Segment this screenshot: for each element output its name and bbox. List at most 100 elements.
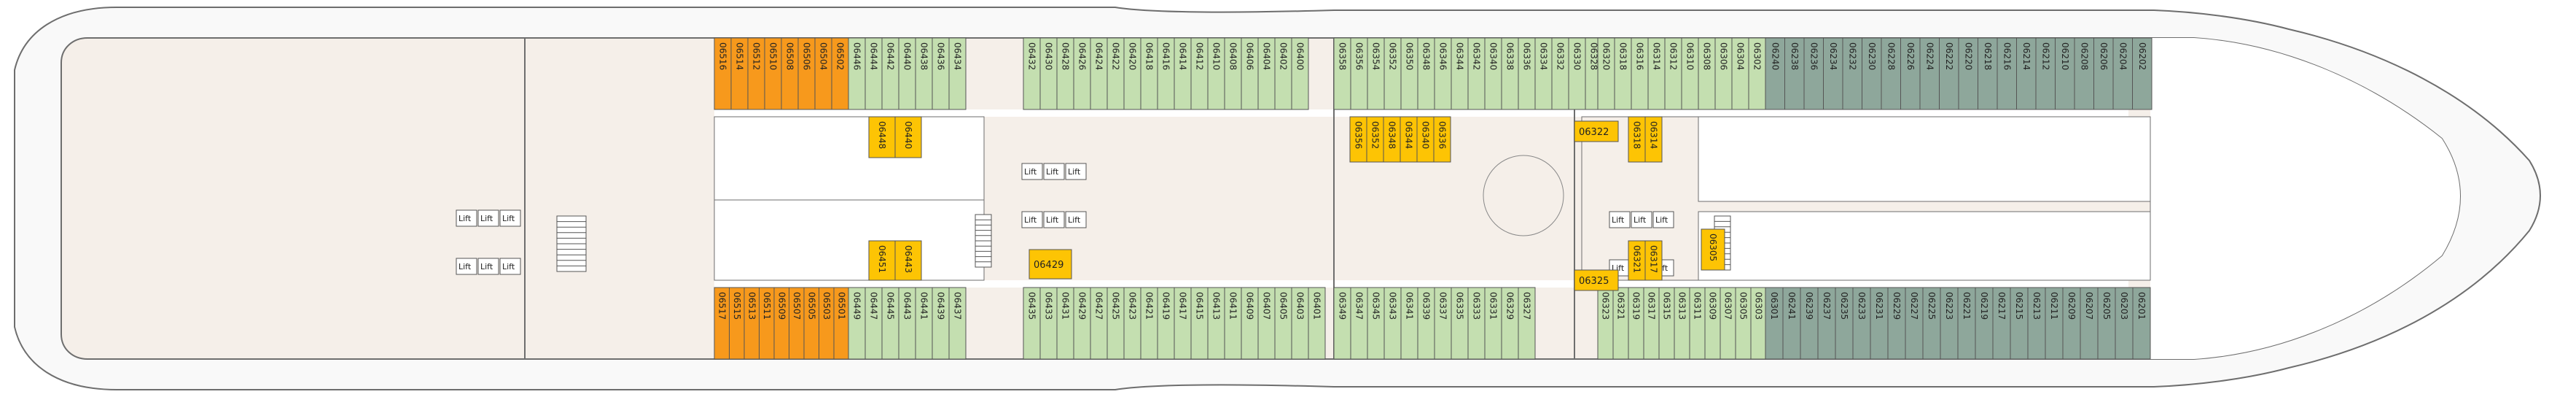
cabin-06330[interactable]: 06330 — [1568, 37, 1586, 110]
cabin-06503[interactable]: 06503 — [819, 287, 835, 360]
cabin-06448[interactable]: 06448 — [868, 116, 896, 158]
cabin-06214[interactable]: 06214 — [2016, 37, 2037, 110]
cabin-06314[interactable]: 06314 — [1644, 116, 1663, 163]
cabin-06358[interactable]: 06358 — [1333, 37, 1351, 110]
cabin-06239[interactable]: 06239 — [1800, 287, 1819, 360]
cabin-06201[interactable]: 06201 — [2132, 287, 2151, 360]
cabin-06234[interactable]: 06234 — [1823, 37, 1843, 110]
cabin-06451[interactable]: 06451 — [868, 240, 896, 281]
cabin-06312[interactable]: 06312 — [1664, 37, 1682, 110]
cabin-06425[interactable]: 06425 — [1106, 287, 1125, 360]
cabin-06436[interactable]: 06436 — [932, 37, 950, 110]
cabin-06204[interactable]: 06204 — [2112, 37, 2133, 110]
cabin-06517[interactable]: 06517 — [714, 287, 730, 360]
cabin-06514[interactable]: 06514 — [730, 37, 749, 110]
cabin-06449[interactable]: 06449 — [848, 287, 866, 360]
cabin-06443[interactable]: 06443 — [894, 240, 922, 281]
cabin-06431[interactable]: 06431 — [1056, 287, 1074, 360]
cabin-06416[interactable]: 06416 — [1157, 37, 1175, 110]
cabin-06412[interactable]: 06412 — [1190, 37, 1209, 110]
cabin-06516[interactable]: 06516 — [714, 37, 732, 110]
cabin-06225[interactable]: 06225 — [1922, 287, 1941, 360]
cabin-06354[interactable]: 06354 — [1367, 37, 1385, 110]
cabin-06344[interactable]: 06344 — [1400, 116, 1418, 163]
cabin-06445[interactable]: 06445 — [881, 287, 899, 360]
cabin-06317[interactable]: 06317 — [1644, 240, 1663, 281]
cabin-06219[interactable]: 06219 — [1975, 287, 1994, 360]
cabin-06322[interactable]: 06322 — [1574, 120, 1619, 142]
cabin-06203[interactable]: 06203 — [2115, 287, 2134, 360]
cabin-06303[interactable]: 06303 — [1750, 287, 1767, 360]
cabin-06440[interactable]: 06440 — [898, 37, 916, 110]
cabin-06325[interactable]: 06325 — [1574, 269, 1619, 291]
cabin-06236[interactable]: 06236 — [1803, 37, 1824, 110]
cabin-06227[interactable]: 06227 — [1905, 287, 1924, 360]
cabin-06216[interactable]: 06216 — [1997, 37, 2017, 110]
cabin-06229[interactable]: 06229 — [1887, 287, 1906, 360]
cabin-06430[interactable]: 06430 — [1039, 37, 1058, 110]
cabin-06309[interactable]: 06309 — [1704, 287, 1721, 360]
cabin-06429[interactable]: 06429 — [1029, 249, 1072, 280]
cabin-06336[interactable]: 06336 — [1433, 116, 1451, 163]
cabin-06410[interactable]: 06410 — [1207, 37, 1225, 110]
cabin-06321[interactable]: 06321 — [1612, 287, 1629, 360]
cabin-06313[interactable]: 06313 — [1674, 287, 1690, 360]
cabin-06444[interactable]: 06444 — [864, 37, 883, 110]
cabin-06339[interactable]: 06339 — [1417, 287, 1435, 360]
cabin-06221[interactable]: 06221 — [1957, 287, 1976, 360]
cabin-06334[interactable]: 06334 — [1534, 37, 1553, 110]
cabin-06422[interactable]: 06422 — [1106, 37, 1125, 110]
cabin-06350[interactable]: 06350 — [1400, 37, 1418, 110]
cabin-06228[interactable]: 06228 — [1881, 37, 1901, 110]
cabin-06336[interactable]: 06336 — [1518, 37, 1536, 110]
cabin-06407[interactable]: 06407 — [1257, 287, 1276, 360]
cabin-06211[interactable]: 06211 — [2045, 287, 2064, 360]
cabin-06308[interactable]: 06308 — [1698, 37, 1716, 110]
cabin-06341[interactable]: 06341 — [1400, 287, 1418, 360]
cabin-06352[interactable]: 06352 — [1383, 37, 1402, 110]
cabin-06508[interactable]: 06508 — [781, 37, 799, 110]
cabin-06209[interactable]: 06209 — [2062, 287, 2081, 360]
cabin-06210[interactable]: 06210 — [2055, 37, 2075, 110]
cabin-06335[interactable]: 06335 — [1451, 287, 1469, 360]
cabin-06421[interactable]: 06421 — [1140, 287, 1158, 360]
cabin-06510[interactable]: 06510 — [764, 37, 782, 110]
cabin-06314[interactable]: 06314 — [1647, 37, 1666, 110]
cabin-06226[interactable]: 06226 — [1900, 37, 1921, 110]
cabin-06440[interactable]: 06440 — [894, 116, 922, 158]
cabin-06218[interactable]: 06218 — [1978, 37, 1998, 110]
cabin-06337[interactable]: 06337 — [1434, 287, 1452, 360]
cabin-06417[interactable]: 06417 — [1174, 287, 1192, 360]
cabin-06424[interactable]: 06424 — [1090, 37, 1108, 110]
cabin-06338[interactable]: 06338 — [1501, 37, 1519, 110]
cabin-06402[interactable]: 06402 — [1274, 37, 1292, 110]
cabin-06230[interactable]: 06230 — [1862, 37, 1882, 110]
cabin-06344[interactable]: 06344 — [1451, 37, 1469, 110]
cabin-06333[interactable]: 06333 — [1467, 287, 1486, 360]
cabin-06220[interactable]: 06220 — [1958, 37, 1978, 110]
cabin-06345[interactable]: 06345 — [1367, 287, 1385, 360]
cabin-06502[interactable]: 06502 — [831, 37, 849, 110]
cabin-06240[interactable]: 06240 — [1765, 37, 1785, 110]
cabin-06429[interactable]: 06429 — [1073, 287, 1091, 360]
cabin-06509[interactable]: 06509 — [773, 287, 789, 360]
cabin-06418[interactable]: 06418 — [1140, 37, 1158, 110]
cabin-06217[interactable]: 06217 — [1992, 287, 2011, 360]
cabin-06302[interactable]: 06302 — [1748, 37, 1766, 110]
cabin-06331[interactable]: 06331 — [1484, 287, 1502, 360]
cabin-06437[interactable]: 06437 — [948, 287, 967, 360]
cabin-06432[interactable]: 06432 — [1023, 37, 1041, 110]
cabin-06306[interactable]: 06306 — [1714, 37, 1733, 110]
cabin-06213[interactable]: 06213 — [2027, 287, 2046, 360]
cabin-06238[interactable]: 06238 — [1784, 37, 1805, 110]
cabin-06332[interactable]: 06332 — [1551, 37, 1569, 110]
cabin-06515[interactable]: 06515 — [729, 287, 745, 360]
cabin-06310[interactable]: 06310 — [1681, 37, 1699, 110]
cabin-06208[interactable]: 06208 — [2074, 37, 2094, 110]
cabin-06349[interactable]: 06349 — [1333, 287, 1351, 360]
cabin-06233[interactable]: 06233 — [1852, 287, 1871, 360]
cabin-06320[interactable]: 06320 — [1597, 37, 1615, 110]
cabin-06215[interactable]: 06215 — [2010, 287, 2029, 360]
cabin-06411[interactable]: 06411 — [1224, 287, 1242, 360]
cabin-06323[interactable]: 06323 — [1597, 287, 1614, 360]
